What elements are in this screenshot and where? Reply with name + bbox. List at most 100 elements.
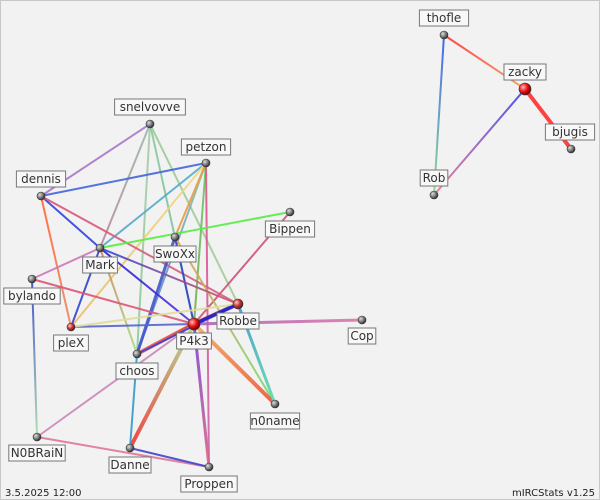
edge-Robbe-P4k3 — [192, 302, 240, 326]
edge-petzon-dennis — [40, 162, 207, 197]
node-label-Robbe: Robbe — [219, 314, 257, 328]
footer-date: 3.5.2025 12:00 — [5, 488, 82, 499]
node-P4k3: P4k3 — [176, 317, 212, 350]
node-label-P4k3: P4k3 — [179, 334, 208, 348]
node-label-bjugis: bjugis — [552, 125, 588, 139]
node-label-zacky: zacky — [508, 65, 542, 79]
edge-Bippen-Mark — [99, 211, 291, 249]
node-label-Mark: Mark — [85, 258, 115, 272]
node-dennis: dennis — [15, 170, 67, 201]
node-label-box-Robbe — [216, 312, 260, 330]
edge-bylando-P4k3 — [31, 278, 195, 325]
node-Mark: Mark — [82, 243, 118, 274]
edge-thofle-zacky — [443, 34, 526, 90]
node-label-Rob: Rob — [423, 171, 446, 185]
node-n0name: n0name — [249, 399, 301, 430]
edge-petzon-P4k3 — [193, 162, 207, 325]
node-dot-zacky — [518, 82, 532, 96]
node-label-Proppen: Proppen — [184, 477, 233, 491]
node-dot-thofle — [439, 30, 449, 40]
node-Bippen: Bippen — [264, 207, 316, 238]
node-thofle: thofle — [418, 9, 470, 40]
node-SwoXx: SwoXx — [153, 232, 197, 263]
node-label-box-Mark — [82, 256, 118, 274]
node-label-box-SwoXx — [153, 245, 197, 263]
node-bylando: bylando — [3, 274, 61, 305]
node-dot-P4k3 — [187, 317, 201, 331]
node-label-Bippen: Bippen — [269, 222, 311, 236]
node-label-n0name: n0name — [250, 414, 299, 428]
footer-version: mIRCStats v1.25 — [512, 488, 595, 499]
node-label-box-zacky — [503, 63, 547, 81]
node-label-box-n0name — [249, 412, 301, 430]
node-Rob: Rob — [419, 169, 449, 200]
node-label-box-bjugis — [544, 123, 596, 141]
node-dot-Cop — [357, 315, 367, 325]
node-bjugis: bjugis — [544, 123, 596, 154]
node-label-box-thofle — [418, 9, 470, 27]
node-label-bylando: bylando — [8, 289, 56, 303]
edge-Mark-bylando — [31, 247, 101, 280]
node-label-box-petzon — [180, 138, 232, 156]
node-label-box-snelvovve — [114, 98, 186, 116]
node-dot-Danne — [125, 443, 135, 453]
node-pleX: pleX — [53, 322, 89, 352]
node-dot-dennis — [36, 191, 46, 201]
node-label-box-Cop — [347, 327, 377, 345]
node-dot-choos — [132, 349, 142, 359]
edge-petzon-pleX — [70, 162, 207, 328]
node-label-box-pleX — [53, 334, 89, 352]
node-dot-petzon — [201, 158, 211, 168]
node-label-box-choos — [115, 362, 159, 380]
node-choos: choos — [115, 349, 159, 380]
edge-petzon-SwoXx — [174, 162, 207, 238]
edge-petzon-Proppen — [205, 162, 210, 468]
node-label-petzon: petzon — [186, 140, 227, 154]
node-label-box-N0BRaiN — [8, 444, 66, 462]
node-dot-Proppen — [204, 462, 214, 472]
node-dot-Mark — [95, 243, 105, 253]
edge-zacky-Rob — [433, 88, 526, 196]
node-dot-Rob — [429, 190, 439, 200]
node-label-choos: choos — [119, 364, 154, 378]
edge-thofle-Rob — [433, 34, 445, 196]
node-label-box-Rob — [419, 169, 449, 187]
node-label-SwoXx: SwoXx — [155, 247, 195, 261]
node-label-box-Bippen — [264, 220, 316, 238]
node-Cop: Cop — [347, 315, 377, 345]
edge-bylando-N0BRaiN — [31, 278, 38, 438]
edge-Mark-Robbe — [99, 247, 239, 305]
node-Danne: Danne — [108, 443, 152, 474]
edge-snelvovve-Robbe — [149, 123, 239, 305]
node-label-box-Danne — [108, 456, 152, 474]
node-label-dennis: dennis — [21, 172, 61, 186]
node-label-snelvovve: snelvovve — [120, 100, 181, 114]
node-petzon: petzon — [180, 138, 232, 168]
node-dot-bjugis — [566, 144, 576, 154]
node-label-thofle: thofle — [427, 11, 462, 25]
node-dot-SwoXx — [170, 232, 180, 242]
node-label-N0BRaiN: N0BRaiN — [11, 446, 64, 460]
node-label-box-P4k3 — [176, 332, 212, 350]
edge-snelvovve-Mark — [99, 123, 151, 249]
node-dot-N0BRaiN — [32, 432, 42, 442]
edge-Robbe-pleX — [70, 303, 239, 328]
node-snelvovve: snelvovve — [114, 98, 186, 129]
node-dot-bylando — [27, 274, 37, 284]
edge-dennis-pleX — [40, 195, 72, 328]
node-dot-snelvovve — [145, 119, 155, 129]
node-N0BRaiN: N0BRaiN — [8, 432, 66, 462]
edge-dennis-Mark — [40, 195, 101, 249]
node-zacky: zacky — [503, 63, 547, 96]
node-label-Cop: Cop — [350, 329, 373, 343]
edge-N0BRaiN-Proppen — [36, 436, 210, 468]
node-Proppen: Proppen — [180, 462, 238, 493]
node-label-box-bylando — [3, 287, 61, 305]
node-label-box-dennis — [15, 170, 67, 188]
edge-petzon-Mark — [99, 162, 207, 249]
node-label-box-Proppen — [180, 475, 238, 493]
node-dot-Robbe — [232, 298, 244, 310]
edge-P4k3-N0BRaiN — [36, 323, 195, 438]
